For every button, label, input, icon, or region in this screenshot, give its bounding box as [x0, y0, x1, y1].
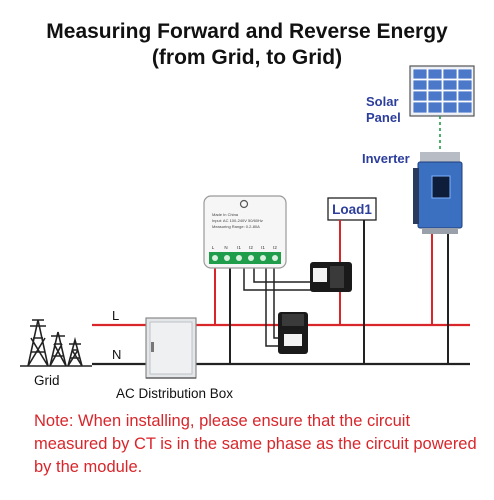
- terminal-label-n: N: [224, 245, 227, 250]
- ct2-lead-a: [265, 268, 278, 347]
- energy-meter-module: [203, 195, 287, 269]
- load-label: Load1: [332, 202, 372, 217]
- diagram-title-line1: Measuring Forward and Reverse Energy: [46, 20, 448, 43]
- terminal-label-ct2-i2: I2: [273, 245, 277, 250]
- live-label: L: [112, 308, 119, 323]
- ct2-lead-b: [273, 268, 278, 339]
- installation-note: Note: When installing, please ensure tha…: [34, 410, 484, 479]
- ct1-lead-b: [253, 268, 320, 283]
- terminal-block: [209, 252, 281, 264]
- grid-label: Grid: [34, 373, 60, 388]
- grid-tower-icon: [20, 319, 92, 367]
- note-text: When installing, please ensure that the …: [34, 412, 477, 476]
- load-box: [327, 197, 377, 221]
- ct-sensor-grid-icon: [278, 312, 308, 354]
- meter-input-spec: Input: AC 100-240V 50/60Hz: [212, 218, 263, 223]
- solar-panel-label-1: Solar: [366, 94, 399, 109]
- terminal-label-ct2-i1: I1: [261, 245, 265, 250]
- solar-panel-icon: [409, 65, 475, 117]
- ct-sensor-load-icon: [310, 262, 352, 292]
- distribution-box-icon: [145, 317, 197, 379]
- inverter-label: Inverter: [362, 151, 410, 166]
- terminal-label-ct1-i2: I2: [249, 245, 253, 250]
- note-prefix: Note:: [34, 412, 74, 430]
- terminal-label-ct1-i1: I1: [237, 245, 241, 250]
- meter-range-spec: Measuring Range: 0.2-80A: [212, 224, 260, 229]
- distribution-box-label: AC Distribution Box: [116, 386, 233, 401]
- solar-panel-label-2: Panel: [366, 110, 401, 125]
- terminal-label-l: L: [212, 245, 215, 250]
- inverter-icon: [413, 152, 463, 234]
- meter-made-in: Made In China: [212, 212, 239, 217]
- ct1-lead-a: [243, 268, 320, 291]
- diagram-title-line2: (from Grid, to Grid): [151, 46, 343, 69]
- neutral-label: N: [112, 347, 121, 362]
